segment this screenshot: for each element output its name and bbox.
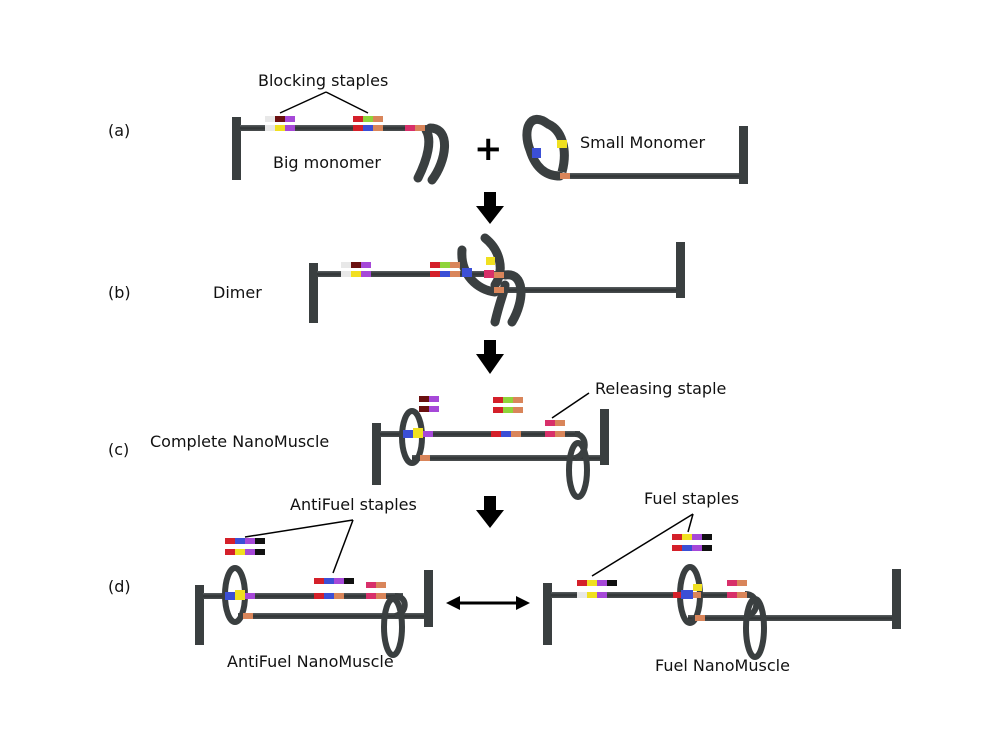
fuel-staple-3 (672, 545, 712, 551)
small-monomer-label: Small Monomer (580, 133, 705, 152)
antifuel-nanomuscle (195, 538, 433, 658)
arrow-down-2 (476, 340, 504, 374)
antifuel-staple-2 (225, 549, 265, 555)
blocking-staples (265, 116, 383, 122)
antifuel-staples-label: AntiFuel staples (290, 495, 417, 514)
blocking-staples-label: Blocking staples (258, 71, 388, 90)
big-monomer-label: Big monomer (273, 153, 381, 172)
complete-nanomuscle-label: Complete NanoMuscle (150, 432, 329, 451)
panel-d-tag: (d) (108, 577, 131, 596)
complete-nanomuscle (372, 396, 609, 500)
blocking-pointer-lines (279, 91, 369, 114)
arrow-down-3 (476, 496, 504, 528)
fuel-staple-1 (577, 580, 617, 586)
fuel-nanomuscle (543, 534, 901, 660)
fuel-staple-2 (672, 534, 712, 540)
antifuel-nanomuscle-label: AntiFuel NanoMuscle (227, 652, 394, 671)
antifuel-staple-3 (314, 578, 354, 584)
staple-segments (265, 125, 425, 131)
dimer-label: Dimer (213, 283, 262, 302)
antifuel-staple-1 (225, 538, 265, 544)
antifuel-pointer-lines (244, 519, 354, 574)
releasing-pointer-line (551, 392, 590, 419)
fuel-pointer-lines (591, 513, 694, 577)
fuel-staples-label: Fuel staples (644, 489, 739, 508)
dimer (309, 233, 685, 327)
arrow-down-1 (476, 192, 504, 224)
panel-a-tag: (a) (108, 121, 130, 140)
panel-c-tag: (c) (108, 440, 129, 459)
plus-sign: + (474, 129, 503, 169)
double-arrow (446, 596, 530, 610)
releasing-staple-label: Releasing staple (595, 379, 726, 398)
small-monomer (522, 114, 748, 184)
fuel-nanomuscle-label: Fuel NanoMuscle (655, 656, 790, 675)
panel-b-tag: (b) (108, 283, 131, 302)
big-monomer (232, 116, 449, 185)
